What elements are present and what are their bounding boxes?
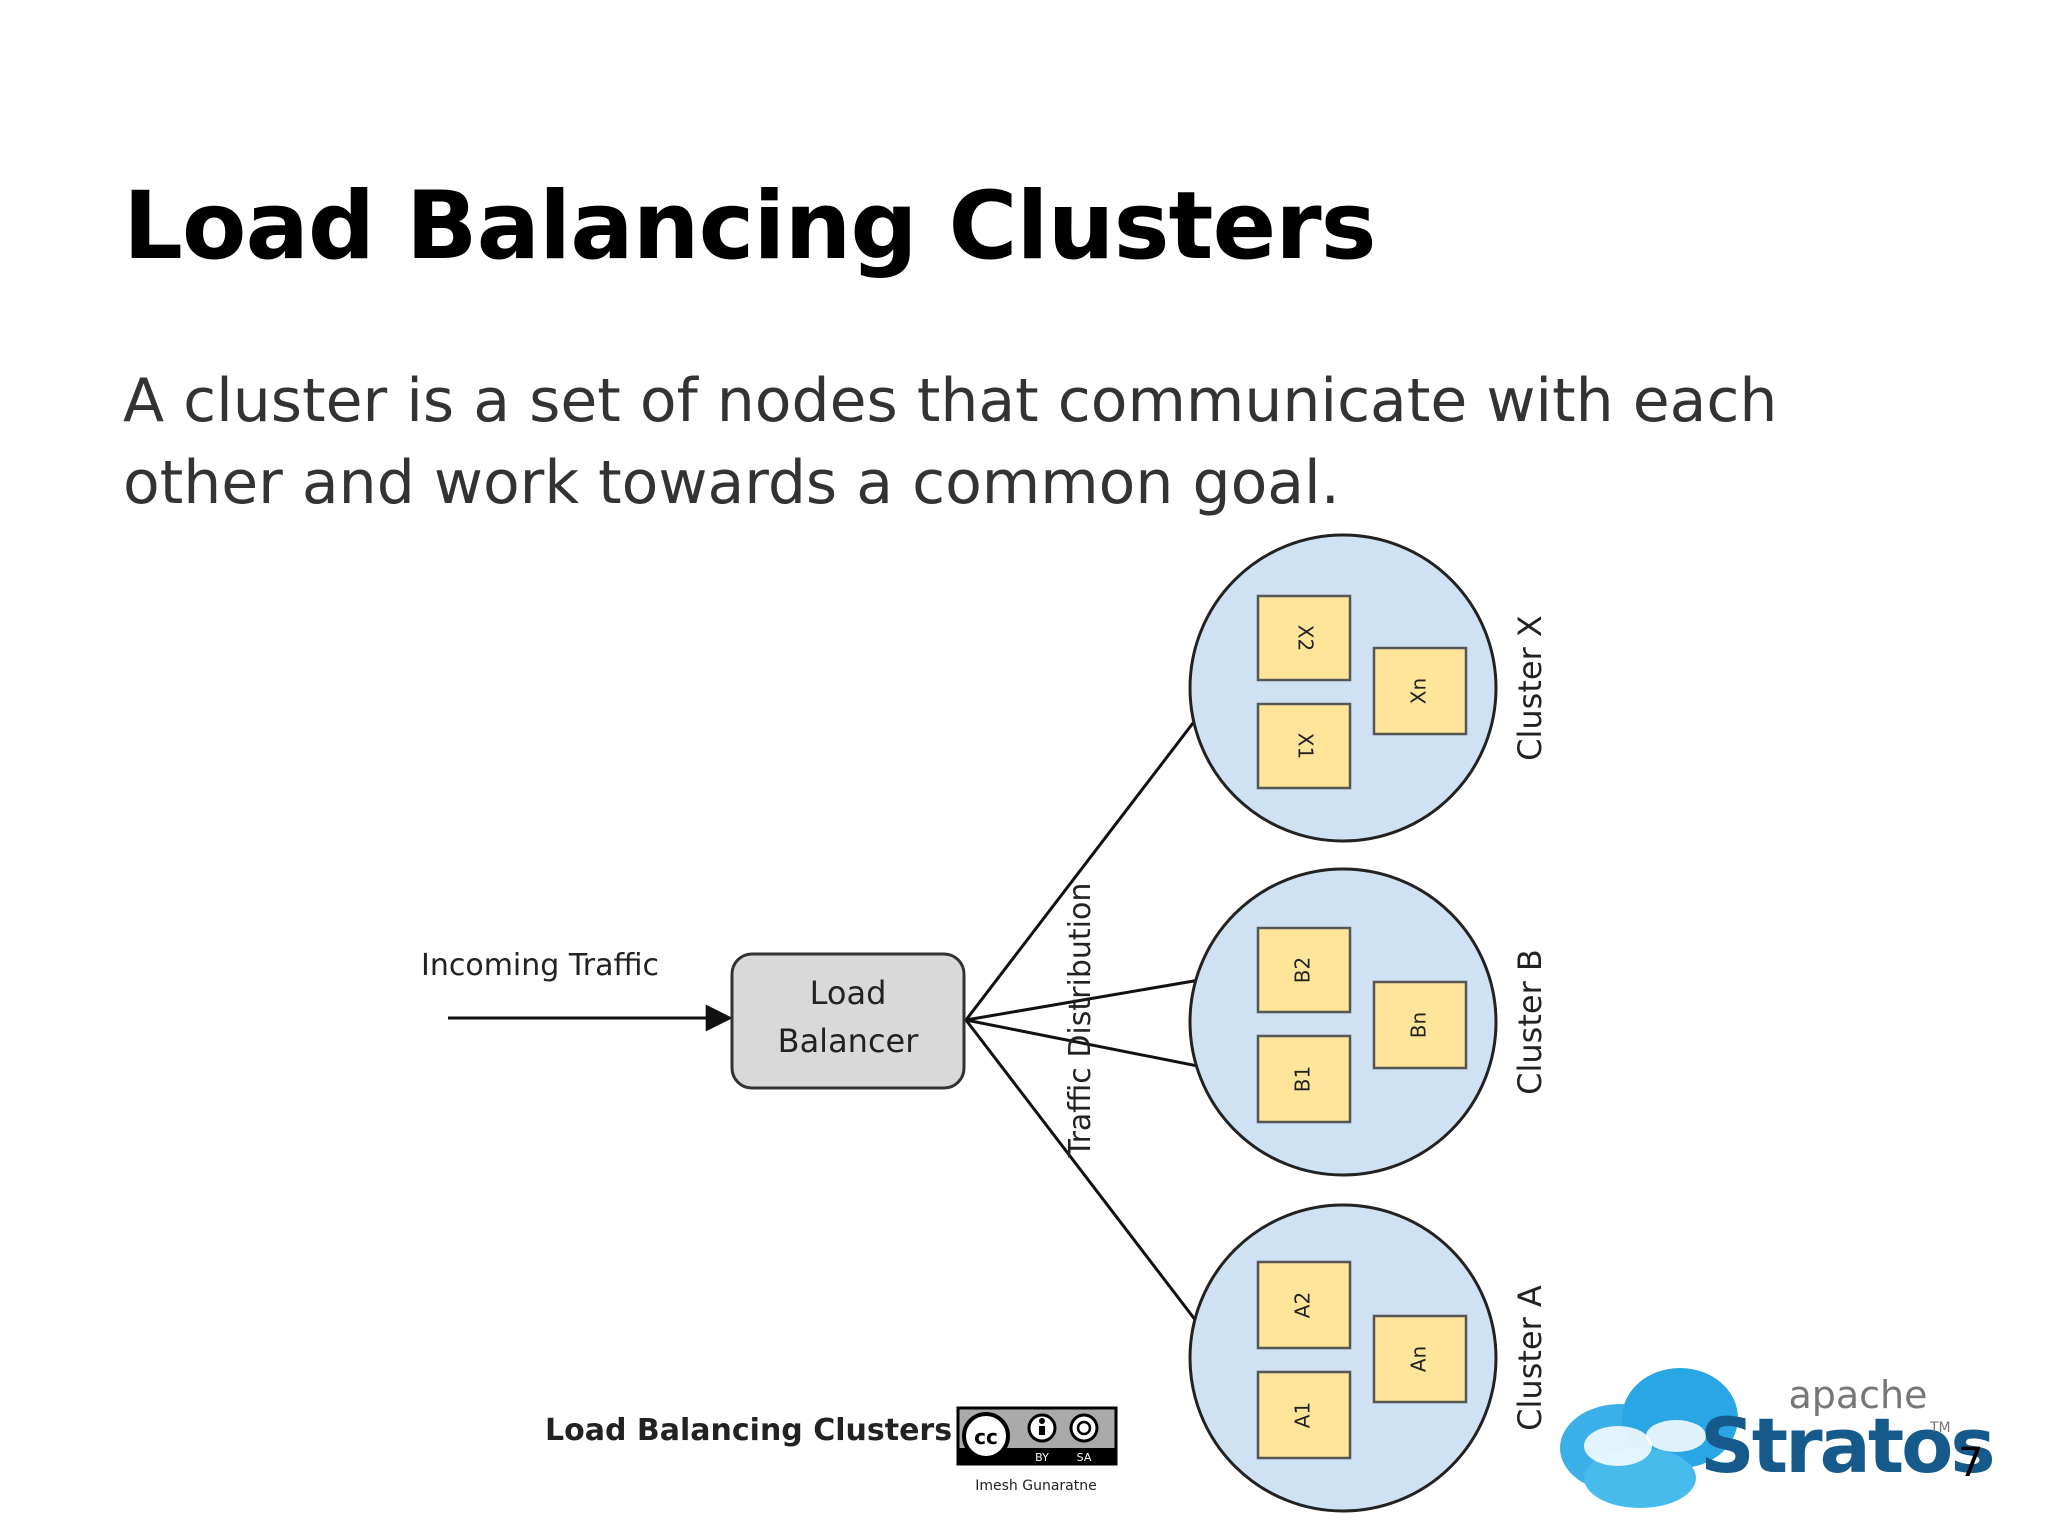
- page-number: 7: [1958, 1440, 1984, 1486]
- node-a1-label: A1: [1291, 1402, 1315, 1428]
- node-b2-label: B2: [1291, 957, 1315, 983]
- node-b1-label: B1: [1291, 1066, 1315, 1092]
- load-balancer-label-line2: Balancer: [778, 1022, 920, 1060]
- node-bn-label: Bn: [1407, 1012, 1431, 1038]
- incoming-traffic-label: Incoming Traffic: [421, 948, 659, 983]
- apache-stratos-logo: apache Stratos TM: [1560, 1368, 1996, 1508]
- by-label: BY: [1035, 1451, 1049, 1464]
- logo-stratos-text: Stratos: [1700, 1401, 1993, 1490]
- cluster-a: A2 A1 An Cluster A: [1188, 1203, 1549, 1513]
- node-a2-label: A2: [1291, 1292, 1315, 1318]
- sa-label: SA: [1077, 1451, 1092, 1464]
- slide-body-text: A cluster is a set of nodes that communi…: [123, 366, 1778, 518]
- cluster-b: B2 B1 Bn Cluster B: [1188, 867, 1549, 1177]
- cluster-x: X2 X1 Xn Cluster X: [1188, 533, 1549, 843]
- cloud-icon: [1560, 1368, 1738, 1508]
- node-x2: [1256, 594, 1352, 682]
- cluster-a-label: Cluster A: [1511, 1285, 1549, 1431]
- traffic-distribution-label: Traffic Distribution: [1063, 883, 1098, 1159]
- slide-title: Load Balancing Clusters: [123, 172, 1377, 281]
- load-balancer-label-line1: Load: [810, 974, 887, 1012]
- sa-icon: [1069, 1413, 1099, 1443]
- node-an: [1372, 1314, 1468, 1404]
- node-a1: [1256, 1370, 1352, 1460]
- cluster-b-label: Cluster B: [1511, 949, 1549, 1095]
- node-bn: [1372, 980, 1468, 1070]
- logo-tm: TM: [1929, 1420, 1951, 1436]
- load-balancer-box: Load Balancer: [730, 952, 966, 1090]
- cc-icon: cc: [974, 1425, 998, 1449]
- cc-license-badge: cc BY SA: [956, 1406, 1118, 1466]
- node-an-label: An: [1407, 1346, 1431, 1372]
- node-a2: [1256, 1260, 1352, 1350]
- node-x2-label: X2: [1294, 625, 1318, 651]
- node-x1-label: X1: [1294, 733, 1318, 759]
- node-xn: [1372, 646, 1468, 736]
- cluster-x-label: Cluster X: [1511, 615, 1549, 761]
- node-xn-label: Xn: [1407, 678, 1431, 704]
- node-b2: [1256, 926, 1352, 1014]
- node-b1: [1256, 1034, 1352, 1124]
- diagram-caption: Load Balancing Clusters: [545, 1413, 952, 1448]
- node-x1: [1256, 702, 1352, 790]
- logo-apache-text: apache: [1788, 1373, 1927, 1417]
- author-credit: Imesh Gunaratne: [975, 1478, 1096, 1494]
